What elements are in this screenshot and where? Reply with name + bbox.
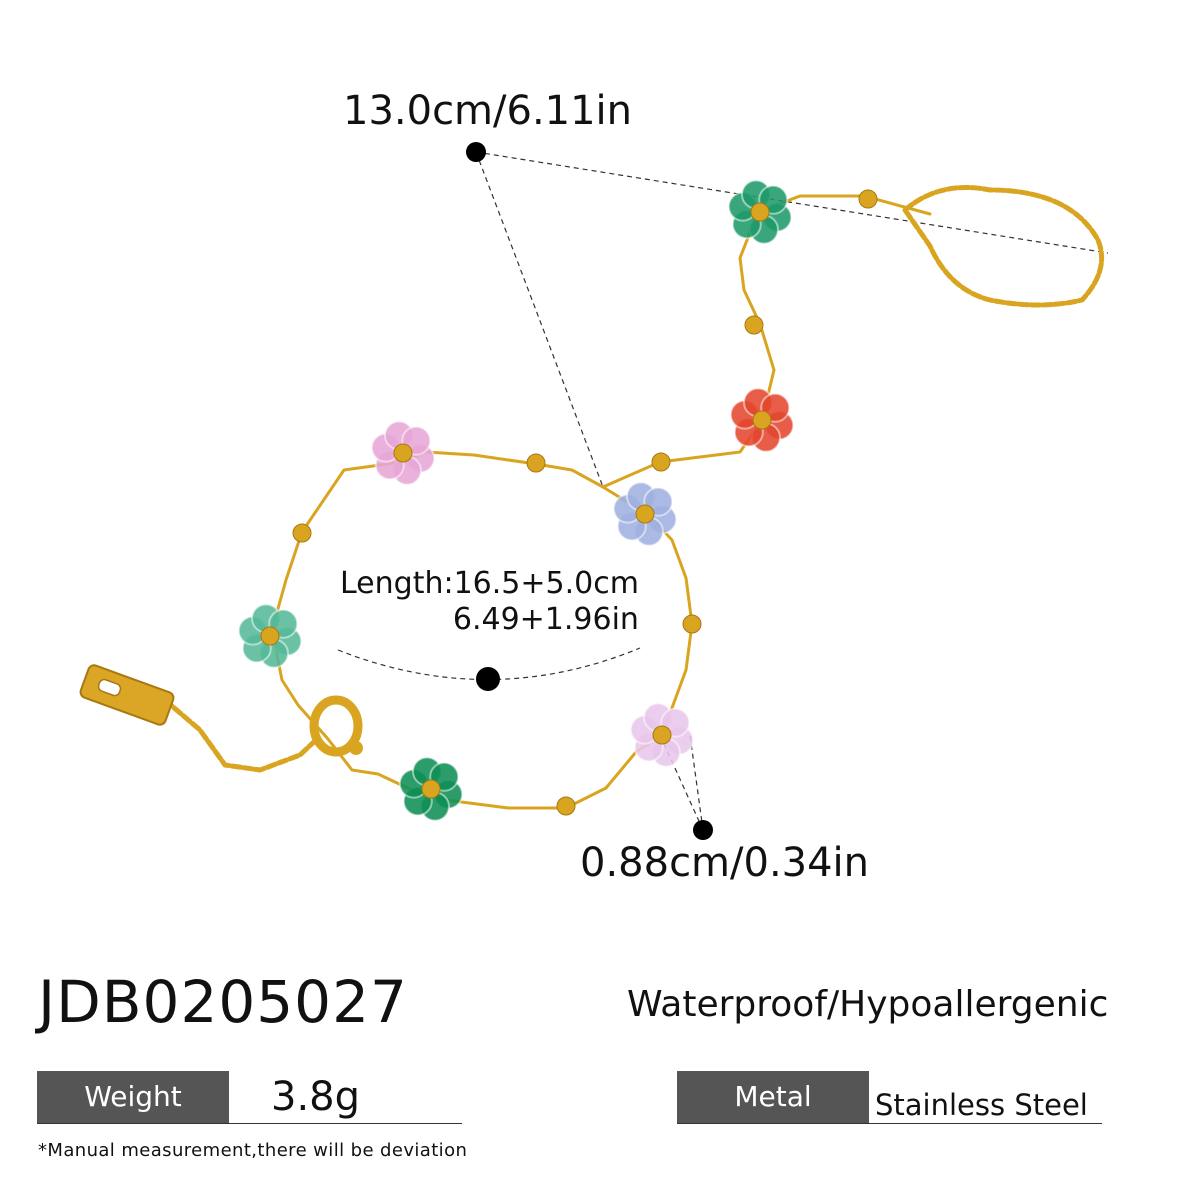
weight-label: Weight [37,1071,229,1123]
measurement-disclaimer: *Manual measurement,there will be deviat… [38,1140,468,1161]
length-cm-label: Length:16.5+5.0cm [340,566,639,601]
metal-label: Metal [677,1071,869,1123]
spec-row-metal: Metal Stainless Steel [677,1071,1102,1124]
crystal-flower [237,603,303,669]
crystal-flower [398,756,464,822]
measurement-lines [337,151,1109,831]
crystal-flower [727,179,793,245]
crystal-flowers [237,179,795,822]
crystal-flower [612,481,678,547]
metal-value: Stainless Steel [875,1088,1088,1122]
weight-value: 3.8g [271,1074,361,1120]
lobster-clasp [309,695,363,757]
crystal-flower [629,702,695,768]
measure-dot-ring [466,142,486,162]
flower-measurement-label: 0.88cm/0.34in [580,840,870,886]
extender-tag [79,664,175,726]
measure-dot-flower [693,820,713,840]
length-in-label: 6.49+1.96in [452,602,639,637]
spec-row-weight: Weight 3.8g [37,1071,462,1124]
product-sku: JDB0205027 [38,968,408,1036]
gold-beads [292,189,878,816]
measure-dot-length [476,667,500,691]
length-measurement-label: Length:16.5+5.0cm 6.49+1.96in [340,566,639,638]
crystal-flower [729,387,795,453]
crystal-flower [370,420,436,486]
ring-measurement-label: 13.0cm/6.11in [343,88,633,134]
product-features: Waterproof/Hypoallergenic [627,984,1109,1025]
